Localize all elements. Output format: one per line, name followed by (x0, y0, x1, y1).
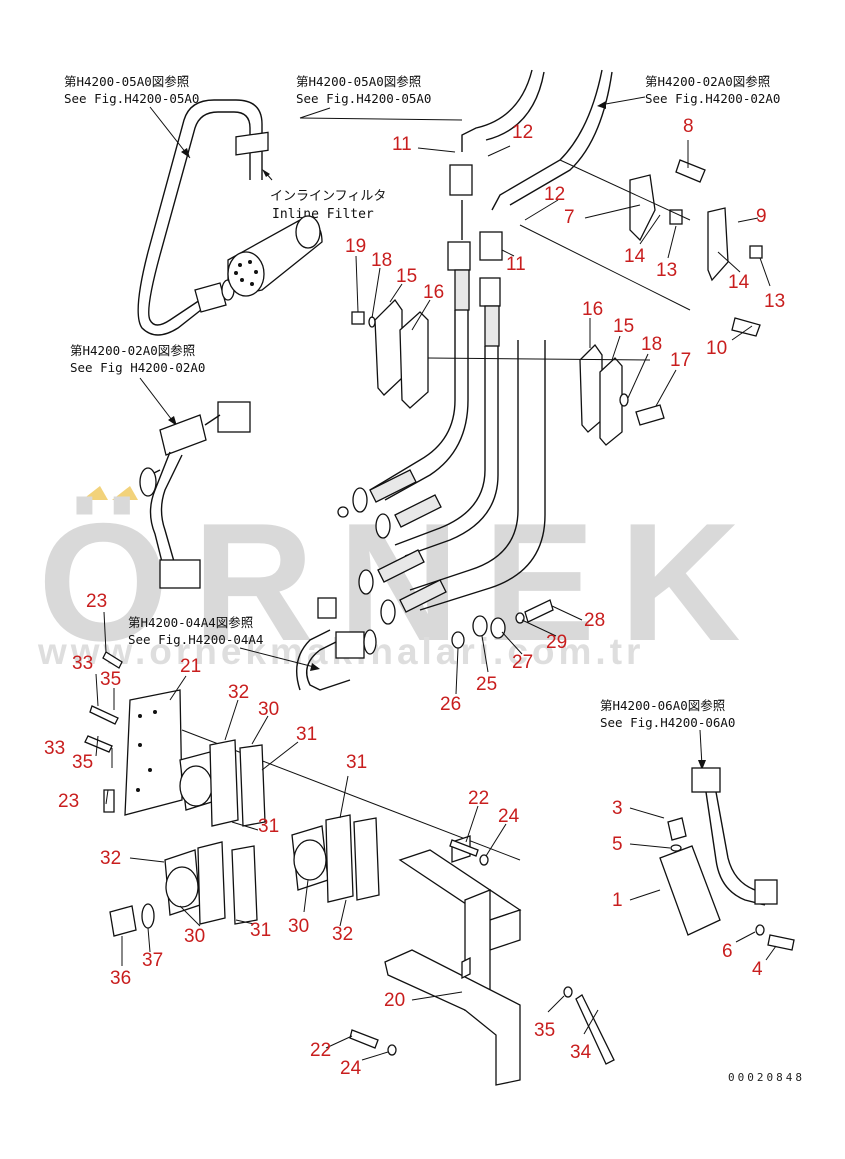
ref-4-jp: 第H4200-02A0図参照 (70, 343, 195, 358)
callout-31: 31 (296, 724, 317, 745)
left-pipe-assembly (139, 401, 251, 589)
callout-35: 35 (72, 752, 93, 773)
callout-23: 23 (58, 791, 79, 812)
callout-15: 15 (396, 266, 417, 287)
center-hoses (337, 69, 613, 625)
ref-4-en: See Fig H4200-02A0 (70, 360, 205, 375)
leader-lines (95, 140, 777, 1061)
callout-10: 10 (706, 338, 727, 359)
ref-6-en: See Fig.H4200-06A0 (600, 715, 735, 730)
callout-11: 11 (506, 254, 526, 275)
callout-32: 32 (100, 848, 121, 869)
callout-23: 23 (86, 591, 107, 612)
callout-13: 13 (764, 291, 785, 312)
callout-25: 25 (476, 674, 497, 695)
callout-34: 34 (570, 1042, 592, 1063)
hose-fittings (337, 469, 447, 625)
callout-4: 4 (752, 959, 763, 980)
part-callouts: 11 12 8 12 7 11 9 14 13 14 13 19 18 15 1… (44, 116, 785, 1079)
callout-13: 13 (656, 260, 677, 281)
callout-9: 9 (756, 206, 767, 227)
callout-12: 12 (512, 122, 533, 143)
callout-33: 33 (72, 653, 93, 674)
ref-5-en: See Fig.H4200-04A4 (128, 632, 263, 647)
callout-32: 32 (228, 682, 249, 703)
ref-3-en: See Fig.H4200-02A0 (645, 91, 780, 106)
ref-6-jp: 第H4200-06A0図参照 (600, 698, 725, 713)
callout-31: 31 (258, 816, 279, 837)
callout-35: 35 (534, 1020, 555, 1041)
filter-label-en: Inline Filter (272, 207, 374, 222)
callout-30: 30 (184, 926, 205, 947)
ref-5-jp: 第H4200-04A4図参照 (128, 615, 253, 630)
ref-1-en: See Fig.H4200-05A0 (64, 91, 199, 106)
upper-left-pipe-assembly (137, 99, 323, 336)
clamps-upper (351, 159, 763, 446)
callout-18: 18 (641, 334, 662, 355)
bracket-plate (84, 651, 521, 861)
callout-1: 1 (612, 890, 623, 911)
callout-14: 14 (728, 272, 750, 293)
callout-15: 15 (613, 316, 634, 337)
callout-33: 33 (44, 738, 65, 759)
callout-22: 22 (310, 1040, 331, 1061)
ref-3-jp: 第H4200-02A0図参照 (645, 74, 770, 89)
callout-8: 8 (683, 116, 694, 137)
callout-11: 11 (392, 134, 412, 155)
callout-14: 14 (624, 246, 646, 267)
callout-36: 36 (110, 968, 131, 989)
ref-2-en: See Fig.H4200-05A0 (296, 91, 431, 106)
callout-26: 26 (440, 694, 461, 715)
callout-37: 37 (142, 950, 163, 971)
callout-17: 17 (670, 350, 691, 371)
block-clamps (109, 739, 380, 937)
callout-29: 29 (546, 632, 567, 653)
ref-2-jp: 第H4200-05A0図参照 (296, 74, 421, 89)
drawing-number: 00020848 (728, 1071, 805, 1084)
callout-31: 31 (250, 920, 271, 941)
right-bracket-06a0 (659, 767, 795, 951)
callout-6: 6 (722, 941, 733, 962)
callout-16: 16 (423, 282, 444, 303)
callout-19: 19 (345, 236, 366, 257)
ref-1-jp: 第H4200-05A0図参照 (64, 74, 189, 89)
callout-12: 12 (544, 184, 565, 205)
callout-18: 18 (371, 250, 392, 271)
callout-30: 30 (288, 916, 309, 937)
callout-20: 20 (384, 990, 405, 1011)
reference-arrows (139, 96, 706, 770)
callout-16: 16 (582, 299, 603, 320)
callout-3: 3 (612, 798, 623, 819)
callout-31: 31 (346, 752, 367, 773)
callout-30: 30 (258, 699, 279, 720)
callout-24: 24 (498, 806, 520, 827)
inline-filter (227, 215, 323, 297)
lower-pipe-04a4 (296, 597, 554, 691)
callout-32: 32 (332, 924, 353, 945)
callout-28: 28 (584, 610, 605, 631)
callout-7: 7 (564, 207, 575, 228)
callout-21: 21 (180, 656, 201, 677)
callout-24: 24 (340, 1058, 362, 1079)
filter-label-jp: インラインフィルタ (270, 189, 386, 204)
callout-22: 22 (468, 788, 489, 809)
callout-27: 27 (512, 652, 533, 673)
callout-35: 35 (100, 669, 121, 690)
support-frame (349, 835, 615, 1086)
reference-labels: 第H4200-05A0図参照 See Fig.H4200-05A0 第H4200… (64, 74, 780, 730)
callout-5: 5 (612, 834, 623, 855)
